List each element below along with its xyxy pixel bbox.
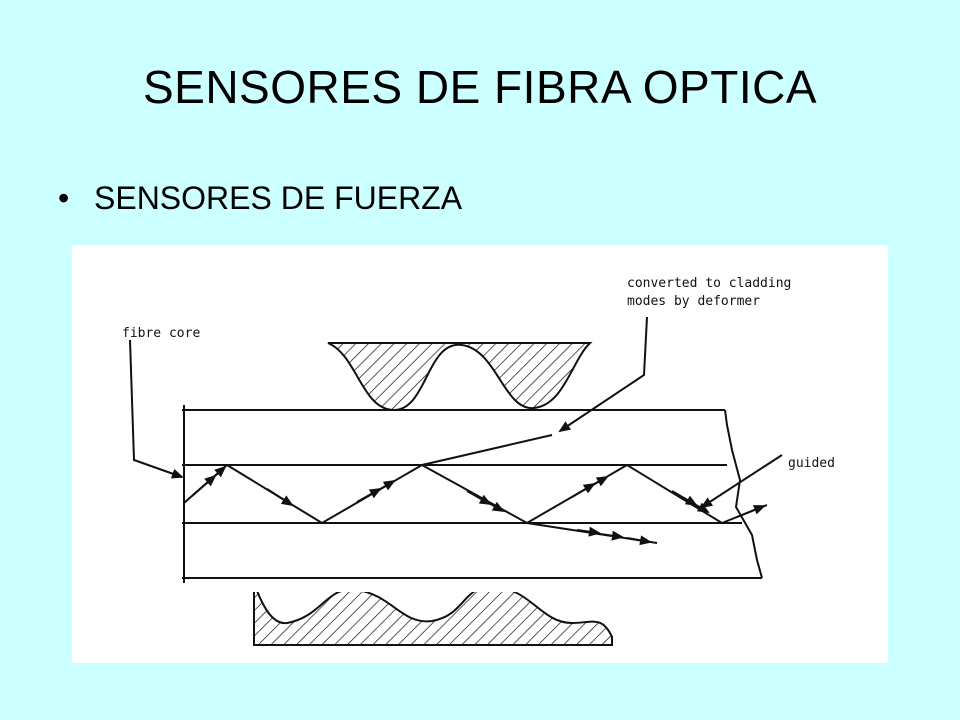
converted-label-line1: converted to cladding: [627, 276, 791, 291]
pointer-lines: [129, 316, 783, 509]
fibre: [182, 405, 763, 583]
light-rays: [183, 434, 768, 544]
fibre-core-label: fibre core: [122, 326, 200, 341]
bullet-dot-icon: •: [58, 180, 70, 216]
guided-ray: [183, 463, 723, 525]
bullet-text: SENSORES DE FUERZA: [94, 180, 463, 216]
leaking-ray: [421, 434, 553, 466]
guided-label: guided: [788, 456, 835, 471]
converted-pointer: [558, 316, 648, 433]
guided-pointer: [700, 454, 783, 509]
deformer-gap: [252, 578, 614, 592]
diagram-svg: fibre core converted to cladding modes b…: [122, 276, 835, 646]
fibre-right-break: [724, 409, 763, 579]
slide-title: SENSORES DE FIBRA OPTICA: [142, 61, 818, 113]
bullet-item: • SENSORES DE FUERZA: [58, 180, 462, 217]
converted-label-line2: modes by deformer: [627, 294, 760, 309]
top-deformer: [327, 342, 593, 412]
ray-arrows: [191, 465, 766, 546]
bottom-deformer: [253, 582, 613, 646]
microbend-sensor-diagram: fibre core converted to cladding modes b…: [72, 245, 888, 663]
fibre-core-pointer: [129, 339, 184, 479]
